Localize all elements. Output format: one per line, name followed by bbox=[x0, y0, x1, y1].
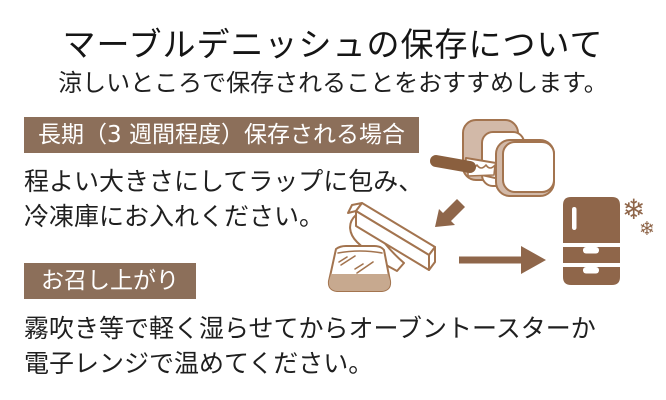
freezer-top-door bbox=[563, 197, 620, 243]
wrap-box-end bbox=[428, 246, 436, 271]
long-term-storage-instructions: 程よい大きさにしてラップに包み、 冷凍庫にお入れください。 bbox=[24, 164, 423, 234]
arrow-right-icon bbox=[459, 246, 546, 274]
instruction-line-1: 霧吹き等で軽く湿らせてからオーブントースターか bbox=[24, 314, 596, 343]
instruction-line-2: 冷凍庫にお入れください。 bbox=[24, 202, 325, 231]
snowflake-icon: ❄ bbox=[639, 218, 655, 240]
freezer-door-handle bbox=[572, 207, 577, 230]
eating-instructions: 霧吹き等で軽く湿らせてからオーブントースターか 電子レンジで温めてください。 bbox=[24, 311, 596, 381]
bread-slicing-icon bbox=[430, 119, 555, 197]
page-title: マーブルデニッシュの保存について bbox=[62, 25, 604, 64]
plastic-wrap-icon bbox=[327, 202, 436, 292]
page-subtitle: 涼しいところで保存されることをおすすめします。 bbox=[58, 69, 608, 97]
long-term-storage-heading: 長期（3 週間程度）保存される場合 bbox=[24, 117, 419, 153]
freezer-drawer-1 bbox=[563, 247, 620, 263]
instruction-line-1: 程よい大きさにしてラップに包み、 bbox=[24, 167, 424, 196]
eating-heading: お召し上がり bbox=[24, 263, 196, 299]
freezer-drawer-2 bbox=[563, 267, 620, 285]
knife-handle bbox=[430, 155, 476, 173]
arrow-down-left-icon bbox=[435, 199, 465, 227]
snowflake-icon: ❄ bbox=[622, 193, 646, 226]
instruction-line-2: 電子レンジで温めてください。 bbox=[24, 349, 374, 378]
freezer-icon bbox=[563, 197, 620, 285]
